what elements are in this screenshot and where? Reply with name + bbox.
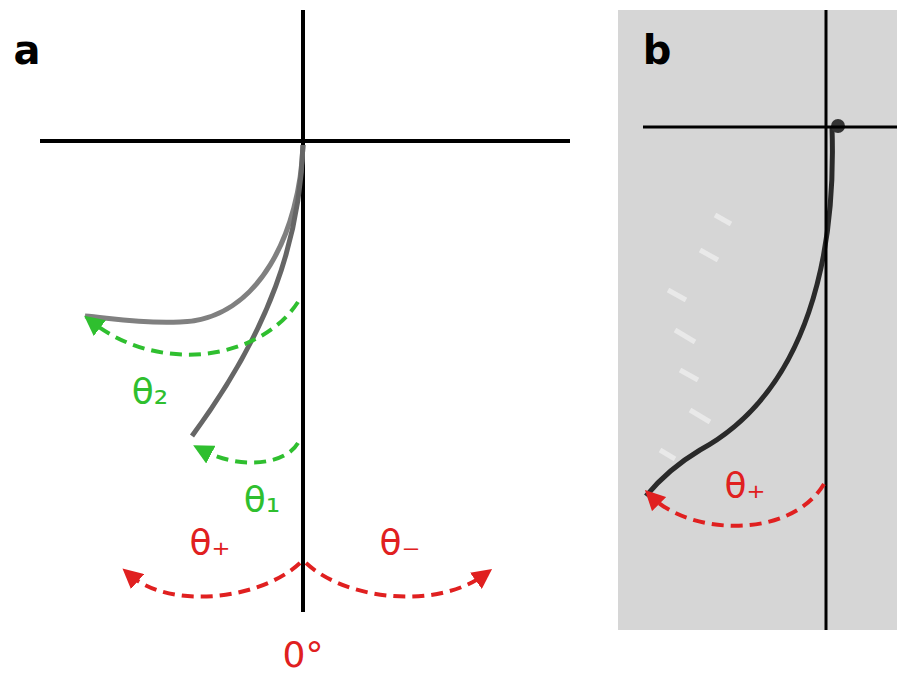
horizontal-axis: [643, 126, 897, 129]
texture: [660, 215, 731, 459]
angle-zero-label: 0°: [283, 637, 324, 673]
panel-letter: a: [14, 30, 41, 70]
direction-arc: [306, 563, 484, 597]
direction-arc: [130, 563, 300, 597]
micrograph: [618, 10, 897, 630]
angle-label: θ₂: [132, 374, 168, 410]
angle-arc: [202, 443, 298, 463]
angle-arc: [92, 302, 298, 355]
vertical-axis: [825, 10, 828, 630]
direction-label: θ₊: [724, 468, 765, 504]
vertical-axis: [301, 10, 305, 612]
panel-letter: b: [643, 30, 672, 70]
filament-curve: [192, 145, 303, 436]
direction-label: θ₊: [189, 525, 230, 561]
filament-image: [646, 128, 832, 496]
direction-label: θ₋: [379, 525, 420, 561]
angle-label: θ₁: [244, 482, 280, 518]
